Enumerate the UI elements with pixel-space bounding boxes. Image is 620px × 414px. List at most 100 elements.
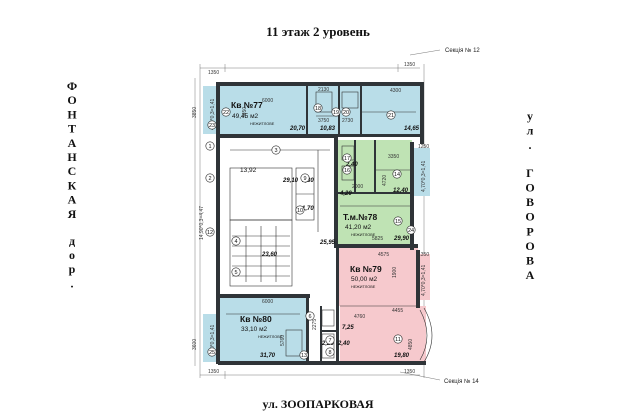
room-number-text: 24 (408, 228, 414, 234)
area-a80-main: 31,70 (260, 353, 276, 359)
room-number-circle (325, 335, 335, 345)
area-a77-side: 14,65 (404, 126, 420, 132)
room-number-circle (207, 120, 217, 130)
leftStreet-letter: р (69, 262, 76, 276)
rightStreet-letter: у (527, 109, 533, 123)
dim-4760: 4760 (354, 314, 365, 320)
dim-3850: 3850 (192, 107, 198, 118)
dim-top-left: 1350 (208, 70, 219, 76)
area-a77-hall: 10,83 (320, 126, 336, 132)
apt80-label: Кв №80 (240, 314, 272, 324)
rightStreet-letter: О (525, 210, 534, 224)
room-number-circle (325, 347, 335, 357)
bay-window-79 (423, 307, 433, 363)
dim-3350: 3350 (388, 154, 399, 160)
room-number-text: 23 (209, 123, 215, 129)
room-number-text: 13 (301, 353, 307, 359)
room-number-text: 15 (395, 219, 401, 225)
room-number-text: 8 (328, 350, 331, 356)
area-a79-r3: 2,40 (337, 341, 350, 347)
rightStreet-letter: Г (526, 166, 534, 180)
dim-4300: 4300 (390, 88, 401, 94)
apt78-interior (340, 145, 410, 207)
area-core-stair: 23,60 (261, 252, 278, 258)
room-number-circle (305, 311, 315, 321)
room-number-circle (295, 205, 305, 215)
room-number-circle (231, 267, 241, 277)
rightStreet-letter: Р (526, 224, 533, 238)
room-number-text: 6 (308, 314, 311, 320)
room-number-text: 4 (234, 239, 237, 245)
rightStreet-letter: О (525, 239, 534, 253)
apt77-area: 49,45 м2 (232, 113, 259, 120)
leftStreet-letter: д (69, 234, 75, 248)
room-number-circle (231, 236, 241, 246)
room-number-circle (221, 107, 231, 117)
area-a78-r2: 4,20 (339, 191, 352, 197)
leftStreet-letter: О (67, 93, 76, 107)
room-number-circle (406, 225, 416, 235)
dim-5760: 5760 (280, 335, 286, 346)
room-number-circle (207, 347, 217, 357)
section-label-top: Секція № 12 (445, 47, 480, 54)
room-number-text: 17 (344, 156, 350, 162)
room-number-text: 21 (388, 113, 394, 119)
dim-3450: 3450 (242, 107, 248, 118)
dim-5825: 5825 (372, 236, 383, 242)
apt80-area: 33,10 м2 (241, 326, 268, 333)
room-number-circle (392, 169, 402, 179)
apt79-label: Кв №79 (350, 264, 382, 274)
room-number-text: 18 (315, 106, 321, 112)
area-a77-main: 20,70 (289, 126, 306, 132)
area-core-hall: 29,10 (282, 178, 299, 184)
street-bottom: ул. ЗООПАРКОВАЯ (262, 397, 373, 411)
room-number-text: 5 (234, 270, 237, 276)
room-number-circle (331, 107, 341, 117)
apt78-note: НЕЖИТЛОВЕ (351, 233, 376, 237)
apt78-area: 41,20 м2 (345, 224, 372, 231)
leftStreet-letter: . (71, 276, 74, 290)
apt79-fill (338, 248, 418, 306)
room-number-text: 2 (208, 176, 211, 182)
room-number-circle (393, 334, 403, 344)
leftStreet-letter: Ф (67, 79, 77, 93)
rightStreet-letter: В (526, 254, 534, 268)
room-number-circle (271, 145, 281, 155)
leftStreet-letter: А (68, 193, 77, 207)
room-number-circle (341, 107, 351, 117)
dim-4850: 4850 (408, 339, 414, 350)
area-core-corr: 25,95 (319, 240, 336, 246)
leftStreet-letter: Я (68, 207, 77, 221)
area-a79-r2: 2,25 (321, 341, 334, 347)
apt80-note: НЕЖИТЛОВЕ (258, 335, 283, 339)
area-a78-main: 29,90 (393, 236, 410, 242)
dim-2000: 2000 (352, 184, 363, 190)
dim-3600: 3600 (192, 339, 198, 350)
area-a78-r1: 2,40 (345, 162, 358, 168)
room-number-circle (299, 350, 309, 360)
room-number-circle (342, 165, 352, 175)
rightStreet-letter: О (525, 181, 534, 195)
dim-4455: 4455 (392, 308, 403, 314)
room-number-circle (205, 227, 215, 237)
room-number-circle (313, 103, 323, 113)
dim-2730: 2730 (342, 118, 353, 124)
rightStreet-letter: л (527, 124, 534, 138)
room-number-text: 12 (207, 230, 213, 236)
dim-2275: 2275 (312, 319, 318, 330)
dim-4720: 4720 (382, 175, 388, 186)
dim-top-right: 1350 (404, 62, 415, 68)
apt80-interior (226, 313, 303, 357)
dim-6000-bot: 6000 (262, 299, 273, 305)
room-number-circle (393, 216, 403, 226)
apt79-fill-b (340, 306, 426, 362)
room-number-text: 20 (343, 110, 349, 116)
apt77-note: НЕЖИТЛОВЕ (250, 122, 275, 126)
leftStreet-letter: Т (68, 122, 76, 136)
room-number-text: 22 (223, 110, 229, 116)
dim-3750: 3750 (318, 118, 329, 124)
room-number-text: 11 (395, 337, 401, 343)
balcony-77-label: 4,70*0,3=1,41 (210, 99, 216, 130)
